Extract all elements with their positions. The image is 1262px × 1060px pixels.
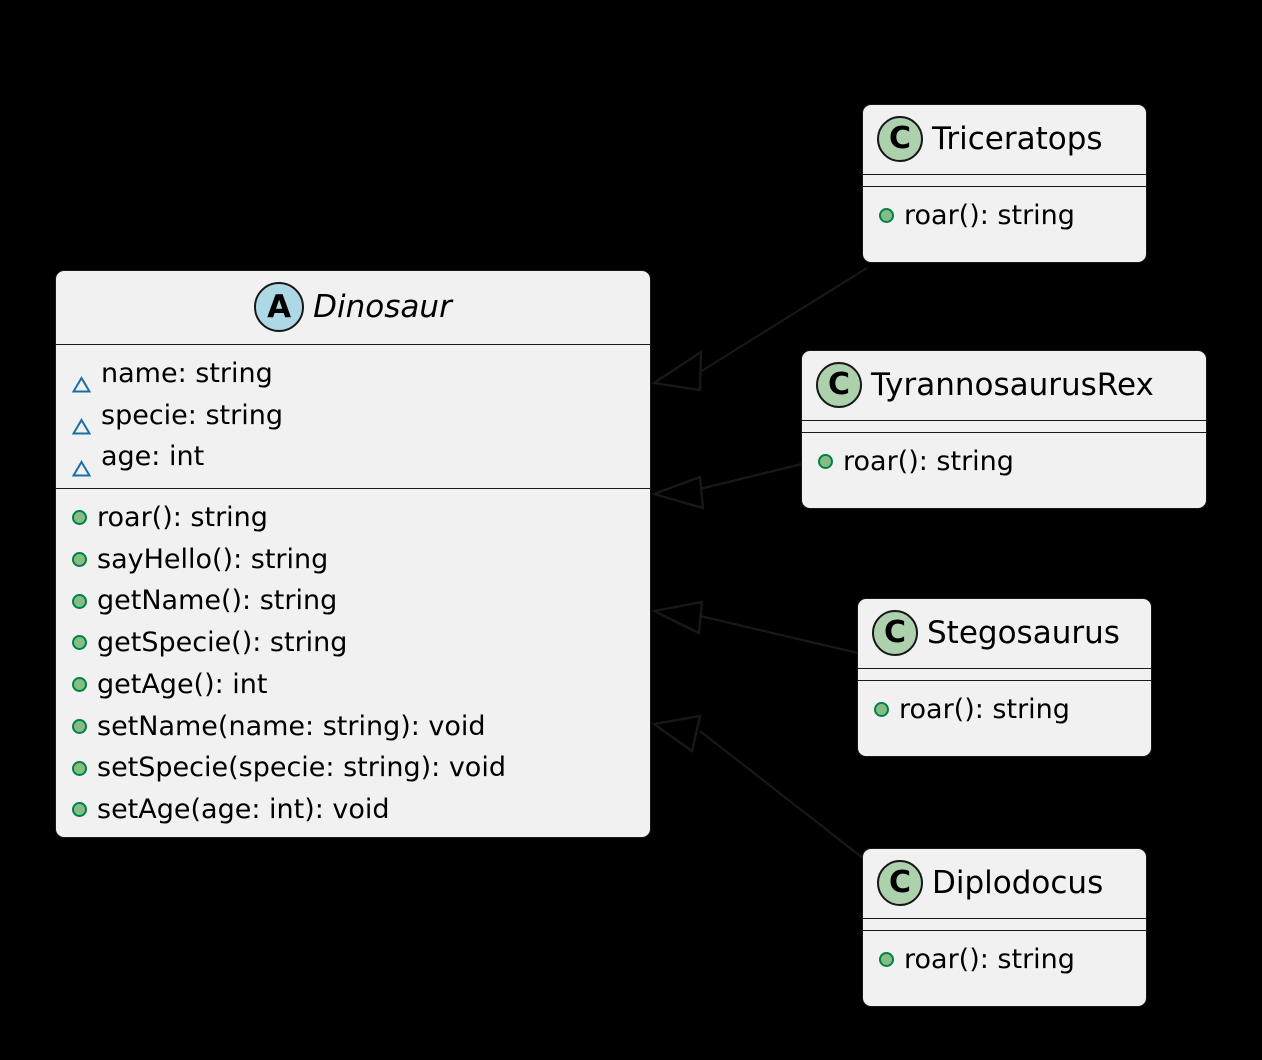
class-badge-icon: C <box>877 116 923 162</box>
class-name-triceratops: Triceratops <box>932 121 1103 157</box>
public-marker-icon <box>72 802 87 818</box>
attributes-compartment-stegosaurus <box>858 669 1151 680</box>
attributes-compartment-triceratops <box>863 175 1146 186</box>
divider <box>858 680 1151 681</box>
divider <box>863 930 1146 931</box>
public-marker-icon <box>72 635 87 651</box>
arrowhead-triceratops <box>650 349 703 392</box>
class-box-tyrannosaurusrex[interactable]: C TyrannosaurusRex roar(): string <box>801 350 1207 509</box>
methods-compartment-stegosaurus: roar(): string <box>858 681 1151 741</box>
class-header-triceratops: C Triceratops <box>863 105 1146 174</box>
methods-compartment-triceratops: roar(): string <box>863 187 1146 247</box>
attribute-row: name: string <box>56 353 650 395</box>
public-marker-icon <box>874 702 889 718</box>
method-label: roar(): string <box>843 446 1014 477</box>
divider <box>802 420 1206 421</box>
class-badge-icon: C <box>816 362 862 408</box>
divider <box>56 488 650 490</box>
method-row: setName(name: string): void <box>56 706 650 748</box>
method-label: setName(name: string): void <box>97 710 486 742</box>
class-header-stegosaurus: C Stegosaurus <box>858 599 1151 668</box>
class-badge-icon: C <box>877 860 923 906</box>
public-marker-icon <box>72 718 87 734</box>
method-row: roar(): string <box>802 441 1206 483</box>
divider <box>863 174 1146 175</box>
class-name-diplodocus: Diplodocus <box>932 865 1104 901</box>
methods-compartment-tyrannosaurusrex: roar(): string <box>802 433 1206 493</box>
method-label: roar(): string <box>97 502 268 534</box>
protected-marker-icon <box>71 365 92 393</box>
methods-compartment-diplodocus: roar(): string <box>863 931 1146 991</box>
method-label: roar(): string <box>904 200 1075 231</box>
class-header-diplodocus: C Diplodocus <box>863 849 1146 918</box>
divider <box>863 918 1146 919</box>
public-marker-icon <box>72 593 87 609</box>
public-marker-icon <box>72 677 87 693</box>
method-row: getSpecie(): string <box>56 622 650 664</box>
class-box-stegosaurus[interactable]: C Stegosaurus roar(): string <box>857 598 1152 757</box>
attribute-label: age: int <box>101 441 205 473</box>
method-row: getAge(): int <box>56 664 650 706</box>
methods-compartment-dinosaur: roar(): string sayHello(): string getNam… <box>56 489 650 837</box>
method-row: roar(): string <box>863 939 1146 981</box>
class-name-tyrannosaurusrex: TyrannosaurusRex <box>871 367 1154 403</box>
divider <box>56 344 650 345</box>
class-box-diplodocus[interactable]: C Diplodocus roar(): string <box>862 848 1147 1007</box>
method-row: sayHello(): string <box>56 539 650 581</box>
method-label: roar(): string <box>904 944 1075 975</box>
public-marker-icon <box>72 552 87 568</box>
divider <box>858 668 1151 669</box>
method-label: setAge(age: int): void <box>97 793 390 825</box>
method-label: sayHello(): string <box>97 543 329 575</box>
arrowhead-tyrannosaurusrex <box>650 475 705 510</box>
class-badge-icon: C <box>872 610 918 656</box>
attribute-label: name: string <box>101 358 273 389</box>
public-marker-icon <box>879 208 894 224</box>
attribute-row: age: int <box>56 436 650 478</box>
link-line-tyrannosaurusrex <box>699 461 807 491</box>
method-row: roar(): string <box>858 689 1151 731</box>
method-label: getName(): string <box>97 585 338 617</box>
divider <box>863 186 1146 187</box>
method-row: roar(): string <box>863 195 1146 237</box>
class-header-dinosaur: A Dinosaur <box>56 271 650 344</box>
method-label: setSpecie(specie: string): void <box>97 752 506 784</box>
attributes-compartment-tyrannosaurusrex <box>802 421 1206 432</box>
public-marker-icon <box>818 454 833 470</box>
arrowhead-diplodocus <box>650 714 702 754</box>
method-row: setSpecie(specie: string): void <box>56 747 650 789</box>
link-line-stegosaurus <box>699 614 863 656</box>
method-row: setAge(age: int): void <box>56 789 650 831</box>
attributes-compartment-dinosaur: name: string specie: string age: int <box>56 345 650 488</box>
attributes-compartment-diplodocus <box>863 919 1146 930</box>
protected-marker-icon <box>71 407 92 435</box>
method-row: roar(): string <box>56 497 650 539</box>
method-label: getAge(): int <box>97 668 268 700</box>
attribute-row: specie: string <box>56 395 650 437</box>
protected-marker-icon <box>71 449 92 477</box>
class-box-dinosaur[interactable]: A Dinosaur name: string specie: string <box>55 270 651 838</box>
class-box-triceratops[interactable]: C Triceratops roar(): string <box>862 104 1147 263</box>
method-row: getName(): string <box>56 580 650 622</box>
class-header-tyrannosaurusrex: C TyrannosaurusRex <box>802 351 1206 420</box>
method-label: roar(): string <box>899 694 1070 725</box>
abstract-badge-icon: A <box>254 282 305 332</box>
attribute-label: specie: string <box>101 399 283 431</box>
arrowhead-stegosaurus <box>650 600 704 635</box>
method-label: getSpecie(): string <box>97 627 348 659</box>
public-marker-icon <box>879 952 894 968</box>
link-line-diplodocus <box>699 730 869 863</box>
divider <box>802 432 1206 433</box>
class-name-stegosaurus: Stegosaurus <box>927 615 1120 651</box>
public-marker-icon <box>72 760 87 776</box>
class-name-dinosaur: Dinosaur <box>313 289 452 325</box>
public-marker-icon <box>72 510 87 526</box>
